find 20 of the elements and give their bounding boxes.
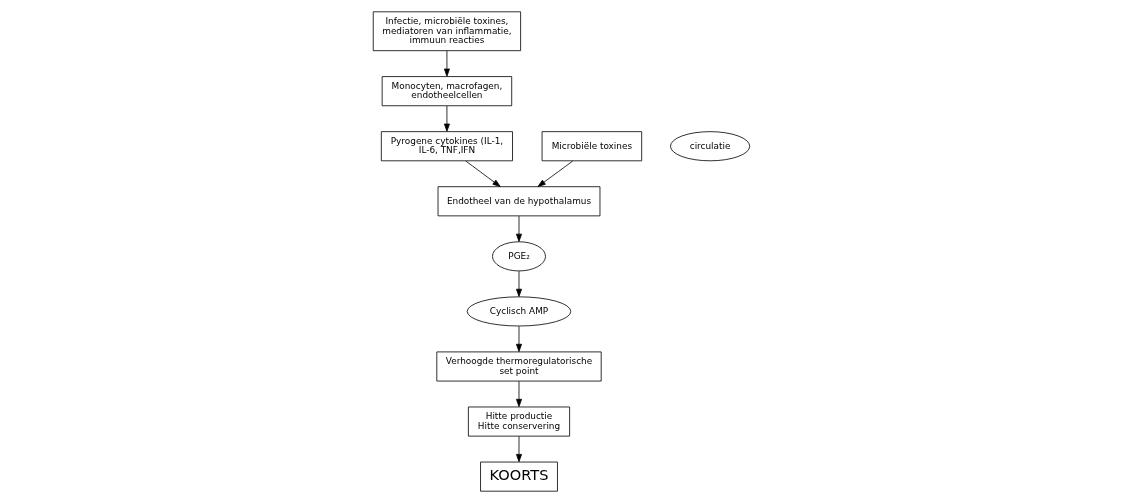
- arrow: [443, 50, 450, 77]
- arrow: [515, 325, 522, 352]
- arrow: [443, 105, 450, 132]
- arrow: [464, 160, 501, 187]
- node-box: Monocyten, macrofagen, endotheelcellen: [381, 76, 512, 107]
- arrow: [515, 215, 522, 242]
- node-box: KOORTS: [479, 461, 558, 492]
- arrow: [537, 160, 573, 187]
- node-box: Infectie, microbiële toxines, mediatoren van inflammatie, immuun reacties: [372, 11, 521, 52]
- node-ellipse: circulatie: [669, 131, 750, 162]
- node-box: Microbiële toxines: [541, 131, 642, 162]
- arrow: [515, 436, 522, 463]
- node-ellipse: Cyclisch AMP: [466, 296, 571, 327]
- node-box: Pyrogene cytokines (IL-1, IL-6, TNF,IFN: [380, 131, 513, 162]
- node-ellipse: PGE₂: [491, 241, 546, 272]
- node-box: Verhoogde thermoregulatorische set point: [435, 351, 602, 382]
- arrow: [515, 270, 522, 297]
- arrow: [515, 380, 522, 407]
- node-box: Hitte productie Hitte conservering: [467, 406, 570, 437]
- node-box: Endotheel van de hypothalamus: [437, 186, 600, 217]
